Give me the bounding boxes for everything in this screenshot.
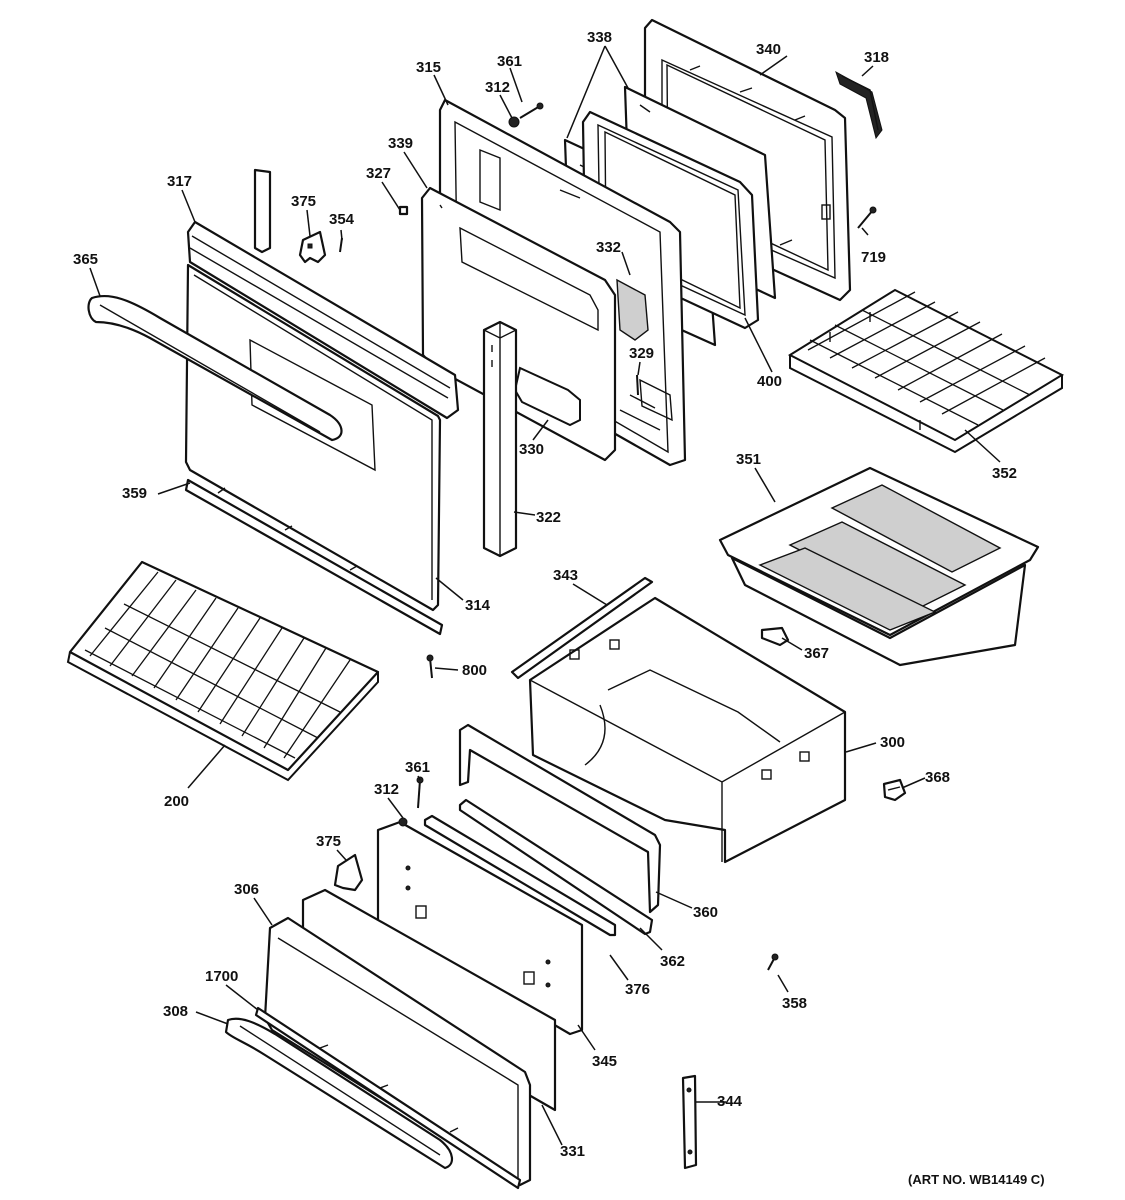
gasket-318: [835, 70, 883, 140]
label-719: 719: [861, 249, 886, 266]
label-362: 362: [660, 953, 685, 970]
door-handle-365: [87, 294, 343, 442]
label-329: 329: [629, 345, 654, 362]
leader-lines: [89, 45, 1001, 1146]
label-308: 308: [163, 1003, 188, 1020]
label-800: 800: [462, 662, 487, 679]
drawer-body-300: [528, 596, 847, 864]
broiler-pan-351: [718, 466, 1040, 667]
label-331: 331: [560, 1143, 585, 1160]
label-315: 315: [416, 59, 441, 76]
label-306: 306: [234, 881, 259, 898]
label-340: 340: [756, 41, 781, 58]
label-376: 376: [625, 981, 650, 998]
label-339: 339: [388, 135, 413, 152]
channel-376: [423, 814, 617, 937]
leveler-368: [882, 778, 907, 802]
callout-labels: 315 361 312 338 340 318 339 327 317 375 …: [73, 29, 1017, 1160]
label-343: 343: [553, 567, 578, 584]
oven-rack-200: [66, 560, 380, 782]
label-352: 352: [992, 465, 1017, 482]
bracket-375-lower: [333, 853, 364, 892]
label-400: 400: [757, 373, 782, 390]
screw-361: [519, 105, 541, 119]
label-361-lower: 361: [405, 759, 430, 776]
label-1700: 1700: [205, 968, 238, 985]
label-332: 332: [596, 239, 621, 256]
label-359: 359: [122, 485, 147, 502]
label-317: 317: [167, 173, 192, 190]
label-300: 300: [880, 734, 905, 751]
side-post: [253, 168, 272, 254]
label-354: 354: [329, 211, 355, 228]
label-358: 358: [782, 995, 807, 1012]
label-345: 345: [592, 1053, 617, 1070]
drawer-frame-360: [458, 723, 662, 914]
label-322: 322: [536, 509, 561, 526]
drawer-handle-308: [224, 1017, 453, 1170]
label-344: 344: [717, 1093, 743, 1110]
nut-312: [508, 116, 520, 128]
door-post-322: [482, 320, 518, 558]
oven-rack-352: [787, 288, 1065, 454]
label-330: 330: [519, 441, 544, 458]
label-368: 368: [925, 769, 950, 786]
rod-362: [458, 798, 654, 936]
label-312: 312: [485, 79, 510, 96]
label-361: 361: [497, 53, 522, 70]
door-trim-317: [186, 220, 460, 420]
label-312-lower: 312: [374, 781, 399, 798]
art-number: (ART NO. WB14149 C): [908, 1172, 1045, 1187]
inner-panel-339: [420, 186, 617, 462]
rail-343: [510, 576, 654, 680]
label-375: 375: [291, 193, 316, 210]
label-360: 360: [693, 904, 718, 921]
label-375-lower: 375: [316, 833, 341, 850]
clip-367: [760, 626, 790, 647]
rail-344: [681, 1074, 698, 1170]
label-338: 338: [587, 29, 612, 46]
label-314: 314: [465, 597, 491, 614]
trim-1700: [254, 1006, 522, 1190]
label-318: 318: [864, 49, 889, 66]
label-351: 351: [736, 451, 761, 468]
door-trim-359: [184, 478, 444, 636]
label-367: 367: [804, 645, 829, 662]
label-365: 365: [73, 251, 98, 268]
label-200: 200: [164, 793, 189, 810]
door-panel-314: [184, 263, 442, 612]
label-327: 327: [366, 165, 391, 182]
